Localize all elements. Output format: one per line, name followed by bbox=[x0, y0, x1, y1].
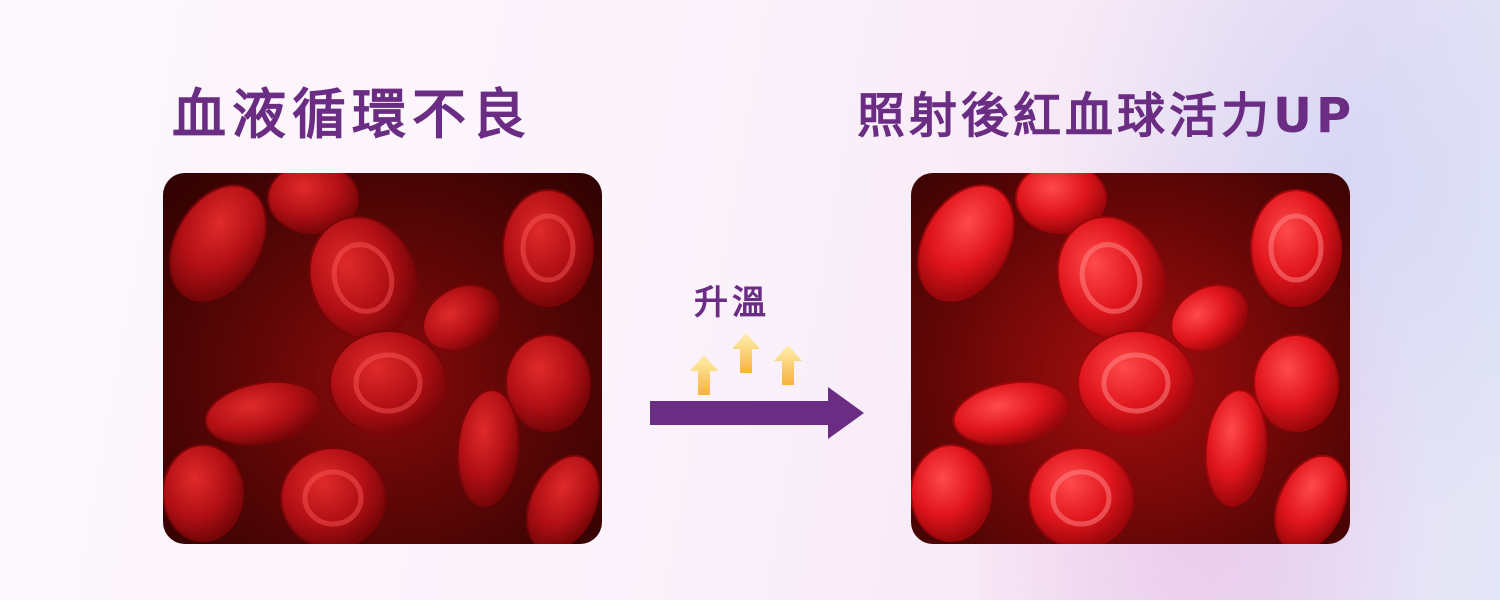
blood-cells-illustration-bright bbox=[911, 173, 1348, 544]
right-title: 照射後紅血球活力UP bbox=[857, 88, 1356, 144]
right-arrow-icon bbox=[650, 387, 864, 439]
heat-up-arrow-icon bbox=[690, 355, 718, 395]
heat-up-arrow-icon bbox=[732, 333, 760, 373]
heat-up-label: 升溫 bbox=[694, 283, 770, 323]
heat-up-arrow-icon bbox=[774, 345, 802, 385]
heat-up-arrows bbox=[690, 333, 802, 395]
left-title: 血液循環不良 bbox=[172, 83, 532, 146]
blood-cells-image-after bbox=[911, 173, 1350, 544]
blood-cells-illustration bbox=[163, 173, 600, 544]
blood-cells-image-before bbox=[163, 173, 602, 544]
